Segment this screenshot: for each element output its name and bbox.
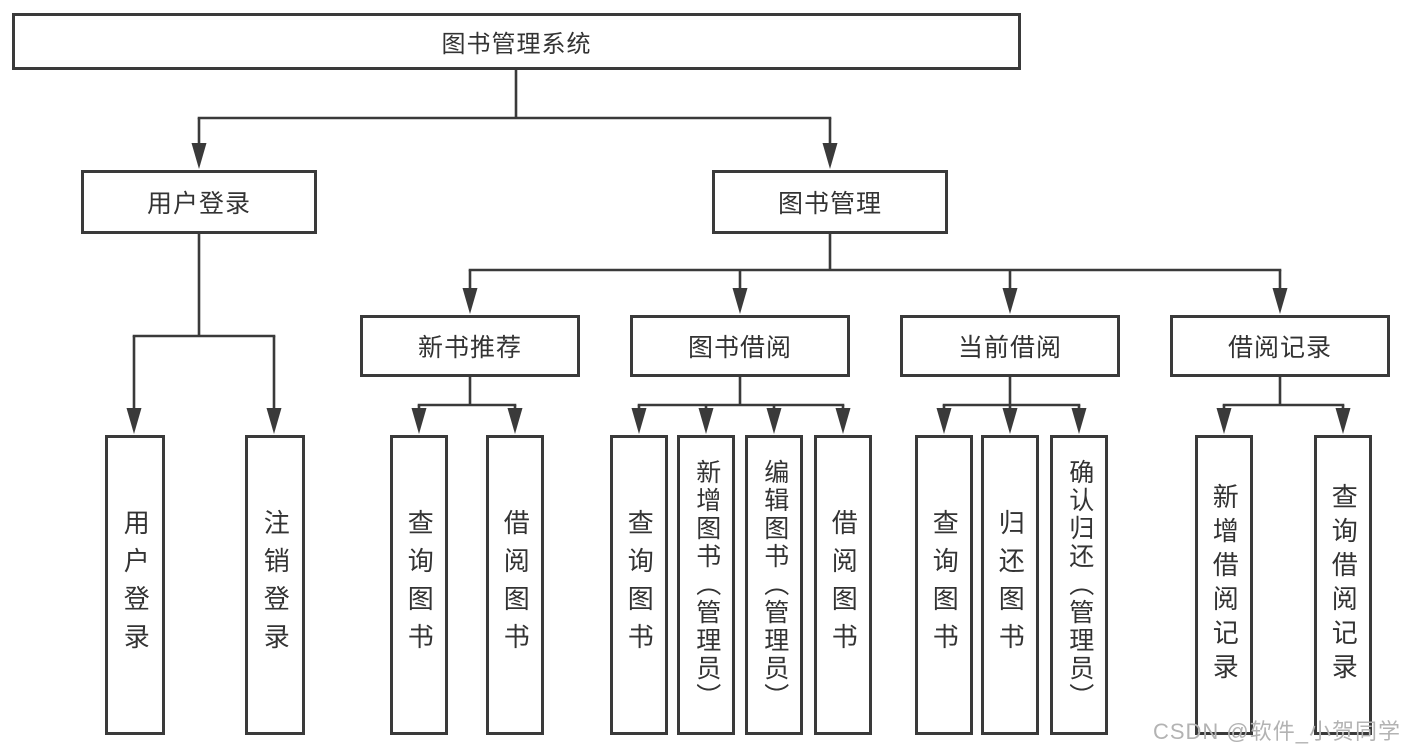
leaf-query-books-current: 查询图书 bbox=[915, 435, 973, 735]
leaf-edit-books-admin: 编辑图书（管理员） bbox=[745, 435, 803, 735]
csdn-watermark: CSDN @软件_小贺同学 bbox=[1152, 719, 1401, 744]
node-label: 图书管理 bbox=[777, 190, 882, 218]
leaf-label: 新增图书（管理员） bbox=[692, 459, 721, 711]
node-label: 借阅记录 bbox=[1227, 334, 1332, 362]
node-label: 新书推荐 bbox=[417, 334, 522, 362]
leaf-borrow-books-newbook: 借阅图书 bbox=[486, 435, 544, 735]
node-label: 图书借阅 bbox=[687, 334, 792, 362]
leaf-query-borrow-record: 查询借阅记录 bbox=[1314, 435, 1372, 735]
leaf-return-books: 归还图书 bbox=[981, 435, 1039, 735]
node-label: 用户登录 bbox=[146, 190, 251, 218]
leaf-label: 新增借阅记录 bbox=[1209, 483, 1240, 687]
leaf-label: 查询借阅记录 bbox=[1328, 483, 1359, 687]
leaf-label: 借阅图书 bbox=[500, 509, 531, 661]
node-label: 图书管理系统 bbox=[441, 31, 592, 58]
node-current-borrowing: 当前借阅 bbox=[900, 315, 1120, 377]
leaf-label: 查询图书 bbox=[404, 509, 435, 661]
node-borrow-records: 借阅记录 bbox=[1170, 315, 1390, 377]
leaf-confirm-return-admin: 确认归还（管理员） bbox=[1050, 435, 1108, 735]
node-library-management-system: 图书管理系统 bbox=[12, 13, 1021, 70]
arrowheads bbox=[126, 143, 1351, 434]
leaf-label: 归还图书 bbox=[995, 509, 1026, 661]
leaf-logout: 注销登录 bbox=[245, 435, 305, 735]
node-user-login: 用户登录 bbox=[81, 170, 317, 234]
leaf-label: 确认归还（管理员） bbox=[1065, 459, 1094, 711]
node-new-book-recommend: 新书推荐 bbox=[360, 315, 580, 377]
leaf-label: 编辑图书（管理员） bbox=[760, 459, 789, 711]
node-label: 当前借阅 bbox=[957, 334, 1062, 362]
leaf-query-books-newbook: 查询图书 bbox=[390, 435, 448, 735]
node-book-borrowing: 图书借阅 bbox=[630, 315, 850, 377]
leaf-label: 用户登录 bbox=[120, 509, 151, 661]
leaf-label: 借阅图书 bbox=[828, 509, 859, 661]
leaf-label: 注销登录 bbox=[260, 509, 291, 661]
leaf-query-books-borrowing: 查询图书 bbox=[610, 435, 668, 735]
leaf-label: 查询图书 bbox=[929, 509, 960, 661]
leaf-label: 查询图书 bbox=[624, 509, 655, 661]
node-book-management: 图书管理 bbox=[712, 170, 948, 234]
leaf-add-borrow-record: 新增借阅记录 bbox=[1195, 435, 1253, 735]
leaf-user-login: 用户登录 bbox=[105, 435, 165, 735]
leaf-borrow-books-borrowing: 借阅图书 bbox=[814, 435, 872, 735]
leaf-add-books-admin: 新增图书（管理员） bbox=[677, 435, 735, 735]
